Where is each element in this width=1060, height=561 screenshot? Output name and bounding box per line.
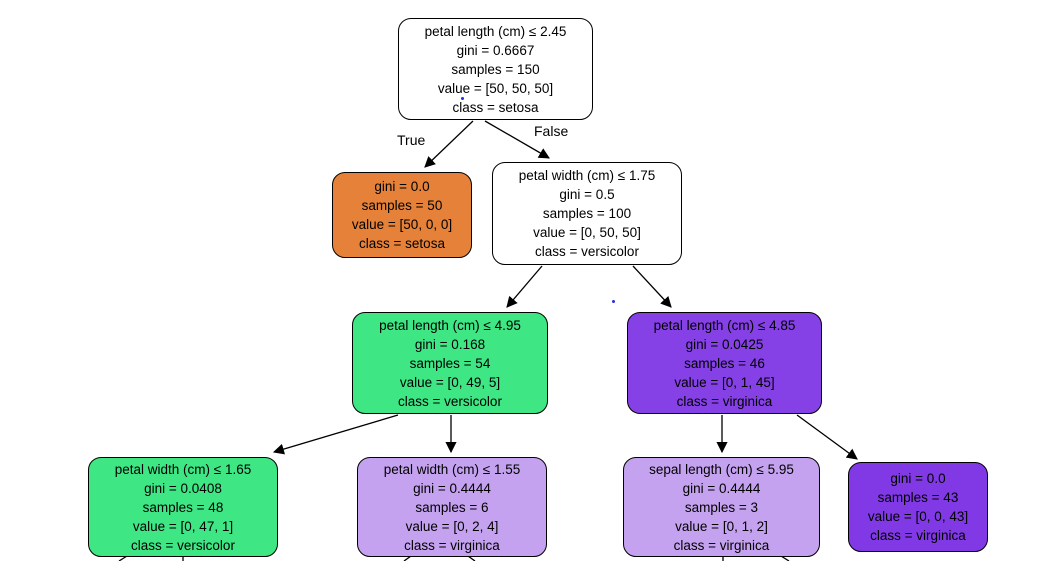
node-gini: gini = 0.0408 (144, 480, 222, 496)
node-gini: gini = 0.0 (374, 179, 430, 194)
node-class: class = virginica (676, 393, 773, 409)
edge-root-to-petal-width-1-75 (484, 120, 550, 159)
edge-pl495-to-pw165 (272, 414, 399, 455)
tree-node-sepal-length-5-95: sepal length (cm) ≤ 5.95 gini = 0.4444 s… (623, 457, 820, 557)
edge-label-true: True (397, 132, 426, 148)
node-value: value = [0, 50, 50] (533, 225, 641, 240)
node-class: class = virginica (870, 528, 966, 543)
tree-node-petal-length-4-85: petal length (cm) ≤ 4.85 gini = 0.0425 s… (627, 312, 822, 414)
node-gini: gini = 0.5 (559, 187, 615, 202)
stray-dot (612, 300, 615, 303)
tree-node-setosa-leaf: gini = 0.0 samples = 50 value = [50, 0, … (332, 172, 472, 258)
node-value: value = [0, 47, 1] (132, 518, 234, 534)
node-gini: gini = 0.4444 (413, 480, 491, 496)
tree-node-petal-width-1-65: petal width (cm) ≤ 1.65 gini = 0.0408 sa… (88, 457, 278, 557)
node-gini: gini = 0.0 (890, 471, 946, 486)
tree-node-petal-length-4-95: petal length (cm) ≤ 4.95 gini = 0.168 sa… (352, 312, 548, 414)
edge-pw175-to-pl495 (506, 265, 543, 308)
node-condition: petal width (cm) ≤ 1.65 (114, 461, 252, 477)
node-class: class = versicolor (535, 244, 639, 259)
node-value: value = [50, 50, 50] (437, 80, 554, 96)
node-samples: samples = 150 (451, 61, 540, 77)
node-gini: gini = 0.6667 (456, 42, 535, 58)
node-class: class = setosa (359, 236, 445, 251)
node-condition: petal length (cm) ≤ 2.45 (424, 23, 567, 39)
tree-node-petal-width-1-75: petal width (cm) ≤ 1.75 gini = 0.5 sampl… (492, 162, 682, 265)
node-samples: samples = 3 (684, 499, 759, 515)
stray-dot (461, 97, 464, 100)
node-gini: gini = 0.0425 (685, 336, 764, 352)
node-value: value = [50, 0, 0] (351, 217, 453, 232)
node-gini: gini = 0.4444 (682, 480, 761, 496)
node-class: class = versicolor (398, 393, 502, 409)
node-samples: samples = 100 (542, 206, 632, 221)
node-class: class = versicolor (131, 537, 235, 553)
node-value: value = [0, 1, 2] (675, 518, 768, 534)
node-value: value = [0, 1, 45] (674, 374, 775, 390)
node-value: value = [0, 0, 43] (867, 509, 969, 524)
tree-node-root: petal length (cm) ≤ 2.45 gini = 0.6667 s… (398, 18, 593, 120)
node-samples: samples = 50 (361, 198, 443, 213)
node-condition: petal width (cm) ≤ 1.75 (518, 168, 656, 183)
edge-label-false: False (534, 123, 569, 139)
node-value: value = [0, 49, 5] (399, 374, 501, 390)
node-value: value = [0, 2, 4] (405, 518, 499, 534)
node-class: class = setosa (452, 99, 539, 115)
edge-pl485-to-virginica-leaf (796, 414, 858, 460)
node-class: class = virginica (673, 537, 770, 553)
node-condition: sepal length (cm) ≤ 5.95 (649, 461, 794, 477)
tree-node-virginica-leaf: gini = 0.0 samples = 43 value = [0, 0, 4… (848, 462, 988, 552)
edge-pw175-to-pl485 (632, 265, 672, 308)
node-samples: samples = 48 (142, 499, 224, 515)
node-gini: gini = 0.168 (414, 336, 486, 352)
edge-root-to-setosa-leaf (424, 120, 474, 168)
tree-node-petal-width-1-55: petal width (cm) ≤ 1.55 gini = 0.4444 sa… (357, 457, 547, 557)
node-samples: samples = 46 (684, 355, 765, 371)
node-samples: samples = 43 (877, 490, 959, 505)
node-class: class = virginica (404, 537, 500, 553)
node-condition: petal length (cm) ≤ 4.95 (379, 317, 521, 333)
node-condition: petal length (cm) ≤ 4.85 (653, 317, 796, 333)
node-samples: samples = 6 (415, 499, 489, 515)
node-condition: petal width (cm) ≤ 1.55 (383, 461, 521, 477)
node-samples: samples = 54 (409, 355, 491, 371)
